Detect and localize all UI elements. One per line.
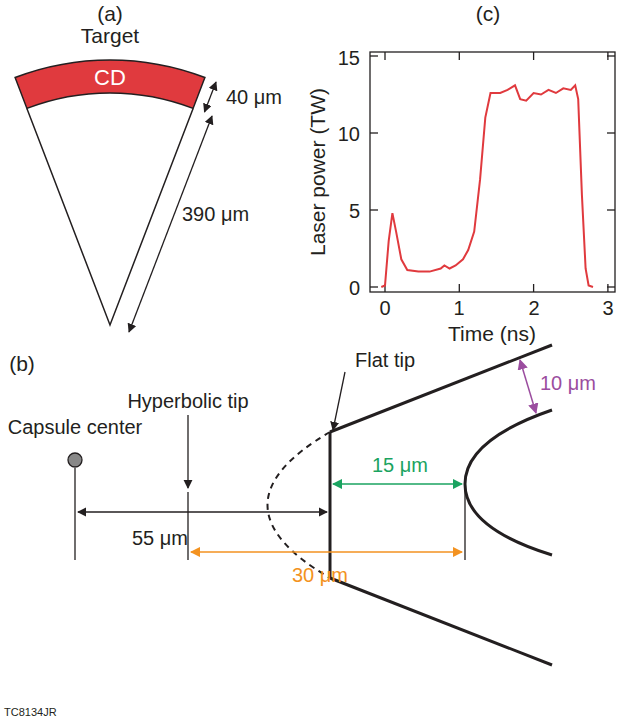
- layer-label: CD: [94, 65, 126, 91]
- tick-label: 1: [453, 297, 464, 319]
- reference-line: [74, 468, 75, 560]
- tick-label: 15: [338, 47, 360, 69]
- axis-ticks: [370, 52, 615, 292]
- axis-title: Time (ns): [448, 322, 536, 345]
- leader-arrow: [333, 372, 345, 430]
- leader-arrow: [187, 415, 188, 488]
- tick-label: 0: [349, 277, 360, 299]
- panel-label: (a): [97, 2, 123, 25]
- cd-layer: CD: [70, 62, 150, 94]
- figure-id: TC8134JR: [4, 706, 57, 718]
- cone-outer-wall: [330, 345, 552, 432]
- dimension-arrow: [191, 551, 462, 553]
- cone-inner-wall: [465, 410, 552, 555]
- part-label: Capsule center: [8, 416, 143, 438]
- dimension-arrow: [205, 82, 217, 112]
- dimension: 30 μm: [292, 564, 348, 586]
- plot-frame: [370, 52, 615, 292]
- dimension: 390 μm: [182, 203, 249, 225]
- part-label: Flat tip: [355, 349, 415, 371]
- dimension: 55 μm: [132, 527, 188, 549]
- tip-marker: [187, 492, 188, 512]
- part-label: Hyperbolic tip: [127, 390, 248, 412]
- tick-label: 3: [602, 297, 613, 319]
- tick-label: 0: [379, 297, 390, 319]
- flat-tip: [329, 432, 332, 578]
- tick-label: 2: [528, 297, 539, 319]
- laser-pulse-curve: [381, 85, 593, 287]
- dimension-arrow: [333, 483, 462, 485]
- tick-label: 10: [338, 123, 360, 145]
- cone-outer-wall: [330, 578, 552, 665]
- capsule-center-dot: [68, 453, 82, 467]
- panel-label: (b): [9, 352, 35, 375]
- cd-shell: [15, 60, 205, 108]
- dimension-arrow: [520, 360, 536, 413]
- panel-label: (c): [476, 2, 501, 25]
- dimension: 40 μm: [226, 86, 282, 108]
- dimension: 15 μm: [372, 454, 428, 476]
- dimension: 10 μm: [540, 372, 596, 394]
- tick-label: 5: [349, 200, 360, 222]
- axis-title: Laser power (TW): [306, 88, 329, 256]
- dimension-arrow: [78, 511, 327, 512]
- wedge-outline: [27, 108, 193, 325]
- hyperbolic-tip: [268, 432, 331, 578]
- reference-line: [464, 490, 465, 560]
- part-label: Target: [81, 24, 139, 47]
